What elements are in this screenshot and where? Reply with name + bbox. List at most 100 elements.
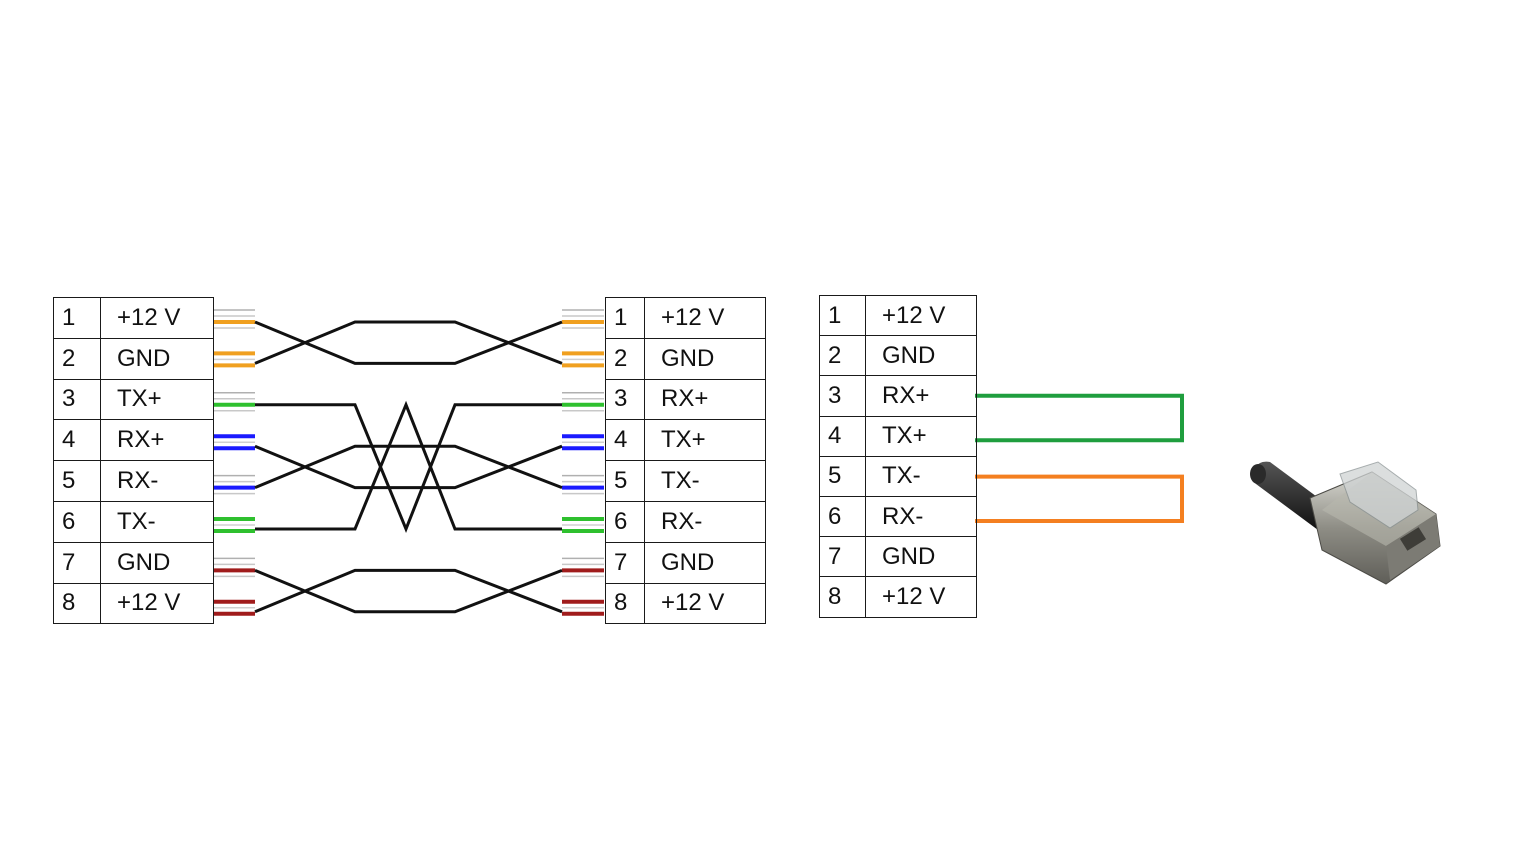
crossover-wire [254,444,563,490]
crossover-wires [254,320,563,614]
left-wire-stub [213,474,255,495]
loop-pin-signal: TX- [865,455,977,497]
right-pin-number: 5 [605,460,645,502]
loop-pin-signal: RX+ [865,375,977,417]
crossover-wire [255,403,562,534]
left-wire-stub [213,392,255,412]
left-pin-signal: +12 V [100,582,214,625]
left-pin-number: 8 [53,582,101,625]
left-wire-stub [213,434,255,451]
right-wire-stub [562,557,604,578]
right-pin-row: 8+12 V [605,582,766,625]
left-pin-number: 2 [53,337,101,380]
loop-pin-row: 1+12 V [819,294,977,337]
right-pin-signal: GND [644,541,766,584]
left-wire-stub [213,351,255,368]
loop-pin-signal: +12 V [865,294,977,337]
loop-pin-signal: TX+ [865,415,977,457]
left-wire-stub [213,517,255,533]
loop-pin-number: 8 [819,576,866,618]
right-wire-stub [562,351,604,368]
right-wire-stub [562,599,604,616]
left-pin-row: 8+12 V [53,582,214,625]
crossover-wire [254,320,563,365]
right-wire-stub [562,392,604,412]
loop-pin-signal: GND [865,335,977,377]
left-pin-row: 1+12 V [53,297,214,339]
crossover-wire [255,400,562,531]
loop-pin-number: 1 [819,294,866,337]
loop-pin-signal: +12 V [865,576,977,618]
loopback-wire [975,474,1184,523]
left-wire-stubs [213,309,255,616]
left-wire-stub [213,309,255,329]
right-pin-number: 4 [605,419,645,462]
loop-pin-signal: GND [865,536,977,578]
crossover-wire [254,444,563,489]
left-wire-stub [213,557,255,578]
left-wire-stub [213,599,255,616]
right-wire-stub [562,434,604,451]
left-pin-signal: GND [100,541,214,584]
loop-pin-row: 8+12 V [819,576,977,618]
right-wire-stubs [562,309,604,616]
left-pin-signal: +12 V [100,297,214,339]
loop-pin-number: 6 [819,495,866,538]
loop-pin-number: 4 [819,415,866,457]
crossover-wire [254,320,563,365]
rj45-plug-icon [1250,461,1441,585]
loop-pin-number: 5 [819,455,866,497]
right-pin-signal: GND [644,337,766,380]
left-pin-signal: RX- [100,460,214,502]
left-pin-number: 4 [53,419,101,462]
right-pin-signal: +12 V [644,582,766,625]
crossover-wire [254,569,563,614]
right-pin-signal: RX+ [644,378,766,421]
right-wire-stub [562,474,604,495]
left-pin-number: 7 [53,541,101,584]
right-pin-number: 6 [605,500,645,543]
crossover-wire [254,568,563,614]
right-pin-number: 3 [605,378,645,421]
right-pin-number: 8 [605,582,645,625]
right-pin-number: 7 [605,541,645,584]
right-wire-stub [562,517,604,533]
right-pin-number: 2 [605,337,645,380]
left-pin-signal: RX+ [100,419,214,462]
right-pin-signal: RX- [644,500,766,543]
loopback-wires [975,393,1184,523]
right-pin-row: 1+12 V [605,297,766,339]
loop-pin-number: 2 [819,335,866,377]
left-pin-signal: TX- [100,500,214,543]
left-pin-number: 6 [53,500,101,543]
left-pin-signal: TX+ [100,378,214,421]
loopback-wire [975,393,1184,443]
loop-pin-signal: RX- [865,495,977,538]
right-pin-signal: +12 V [644,297,766,339]
left-pin-number: 3 [53,378,101,421]
right-pin-number: 1 [605,297,645,339]
left-pin-number: 1 [53,297,101,339]
loop-pin-number: 3 [819,375,866,417]
